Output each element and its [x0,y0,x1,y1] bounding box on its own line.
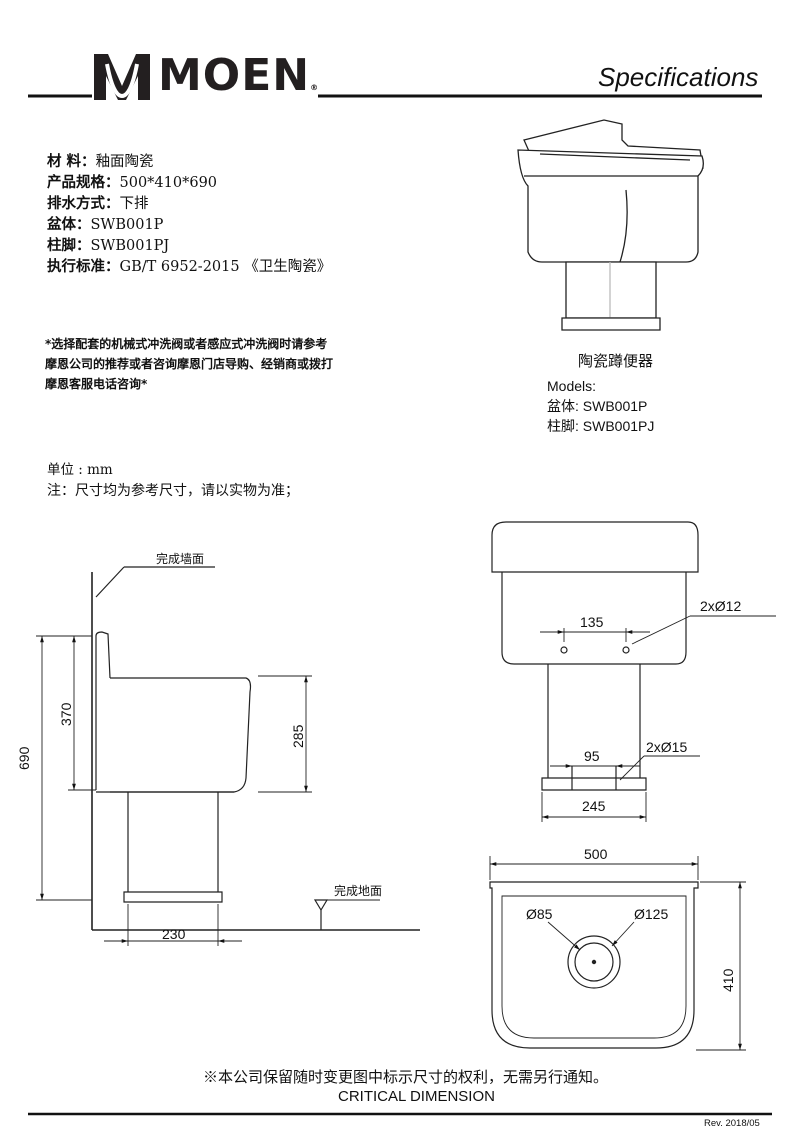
page-title: Specifications [598,62,759,92]
front-view-dimensions [540,615,776,822]
footer-notice: ※本公司保留随时变更图中标示尺寸的权利，无需另行通知。 [203,1068,609,1086]
dim-hole-spacing-top: 135 [580,614,604,630]
notice-line: *选择配套的机械式冲洗阀或者感应式冲洗阀时请参考 [45,337,328,351]
top-view-drawing [489,881,699,1049]
reference-note: 注：尺寸均为参考尺寸，请以实物为准； [47,483,299,499]
top-view-dimensions [489,856,746,1051]
moen-logo-icon [94,54,150,100]
side-view-drawing [91,566,420,931]
dim-depth: 410 [720,968,736,992]
spec-value: 釉面陶瓷 [95,154,154,170]
registered-mark: ® [310,83,320,92]
spec-row: 盆体：SWB001P [47,213,331,234]
dim-pedestal-width: 230 [162,926,186,942]
dim-hole-top: 2xØ12 [700,598,742,614]
model-item: 柱脚: SWB001PJ [547,418,655,434]
spec-label: 盆体： [47,216,91,233]
dim-total-height: 690 [16,746,32,770]
spec-label: 排水方式： [47,195,120,212]
flush-valve-notice: *选择配套的机械式冲洗阀或者感应式冲洗阀时请参考 摩恩公司的推荐或者咨询摩恩门店… [45,334,333,394]
spec-row: 柱脚：SWB001PJ [47,234,331,255]
spec-value: SWB001PJ [90,238,170,254]
dim-rim-height: 370 [58,702,74,726]
spec-value: GB/T 6952-2015 《卫生陶瓷》 [119,259,332,275]
side-view-dimensions [36,635,312,946]
product-caption: 陶瓷蹲便器 [578,352,654,370]
spec-list: 材 料：釉面陶瓷 产品规格：500*410*690 排水方式：下排 盆体：SWB… [47,150,331,276]
spec-value: 500*410*690 [119,175,218,191]
unit-line: 单位 : mm [47,462,113,478]
dim-hole-spacing-bottom: 95 [584,748,600,764]
floor-label: 完成地面 [334,884,383,898]
notice-line: 摩恩公司的推荐或者咨询摩恩门店导购、经销商或拨打 [45,357,334,371]
spec-row: 材 料：釉面陶瓷 [47,150,331,171]
dim-drain-inner: Ø85 [526,906,553,922]
front-view-drawing [491,521,699,791]
dim-drain-outer: Ø125 [634,906,669,922]
dim-width: 500 [584,846,608,862]
dim-base-width: 245 [582,798,606,814]
model-item: 盆体: SWB001P [547,398,648,414]
brand-logo-text: MOEN® [158,50,319,101]
spec-row: 产品规格：500*410*690 [47,171,331,192]
dim-basin-depth: 285 [290,724,306,748]
spec-value: 下排 [119,196,149,212]
models-block: Models: 盆体: SWB001P 柱脚: SWB001PJ [547,376,654,436]
spec-label: 柱脚： [47,237,91,254]
spec-row: 排水方式：下排 [47,192,331,213]
brand-name: MOEN [158,50,311,101]
spec-row: 执行标准：GB/T 6952-2015 《卫生陶瓷》 [47,255,331,276]
product-illustration [517,119,704,331]
models-heading: Models: [547,378,597,394]
spec-label: 材 料： [47,153,96,170]
spec-label: 执行标准： [47,258,120,275]
spec-value: SWB001P [90,217,164,233]
revision-label: Rev. 2018/05 [704,1118,760,1129]
spec-label: 产品规格： [47,174,120,191]
critical-dimension-label: CRITICAL DIMENSION [338,1088,495,1105]
wall-label: 完成墙面 [156,552,205,566]
dim-hole-bottom: 2xØ15 [646,739,688,755]
notice-line: 摩恩客服电话咨询* [45,377,148,391]
